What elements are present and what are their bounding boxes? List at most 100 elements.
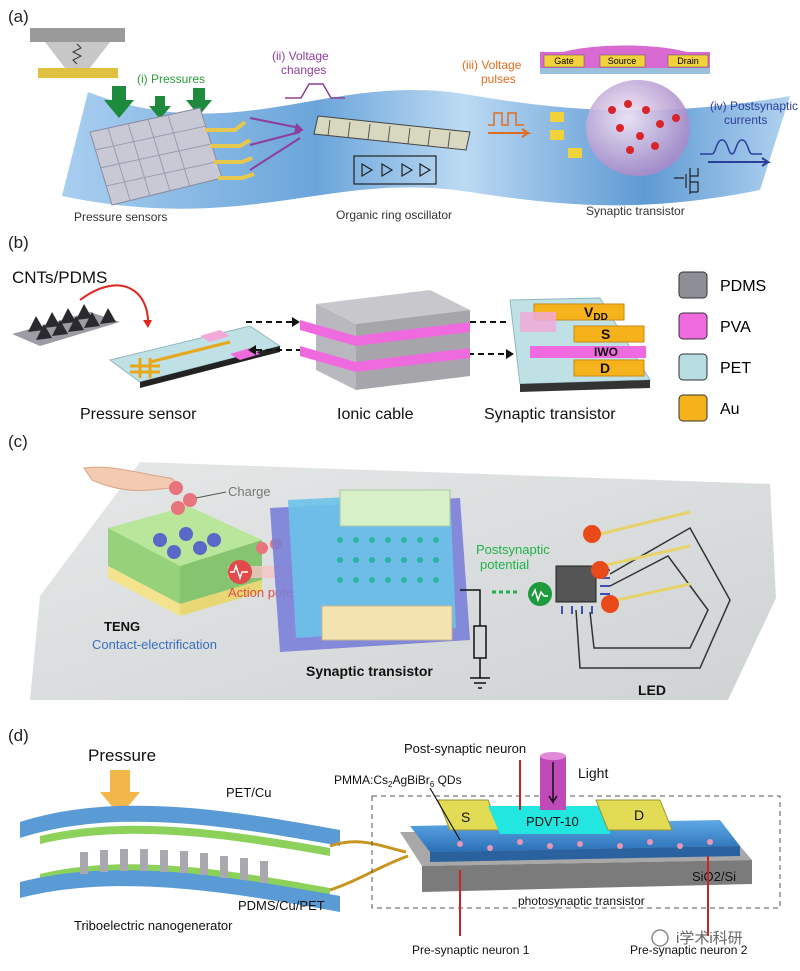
postsynaptic-currents-label: (iv) Postsynaptic <box>710 99 798 113</box>
synaptic-transistor-label-a: Synaptic transistor <box>586 204 685 218</box>
s-label-d: S <box>461 809 470 825</box>
pressure-sensor-board <box>108 325 282 388</box>
panel-a: (a) (i) Pressures <box>8 7 798 224</box>
synaptic-transistor-label-b: Synaptic transistor <box>484 406 616 423</box>
voltage-pulses-label-line2: pulses <box>481 72 516 86</box>
postsynaptic-wave <box>531 587 548 603</box>
pet-cu-label: PET/Cu <box>226 785 272 800</box>
s-label-b: S <box>601 326 610 342</box>
watermark-text: i学术i科研 <box>676 930 743 947</box>
pmma-label: PMMA:Cs2AgBiBr6 QDs <box>334 773 462 789</box>
light-label: Light <box>578 765 608 781</box>
voltage-pulses-icon <box>488 112 524 126</box>
action-potential-icon <box>228 560 252 584</box>
postsynaptic-potential-label: Postsynaptic <box>476 542 550 557</box>
transistor-pads <box>550 112 582 158</box>
cnt-pdms-pyramids <box>12 304 120 346</box>
panel-c: (c) Charge Action potential TEN <box>8 432 776 700</box>
ionic-cable-stack <box>300 290 470 390</box>
legend-label-pet: PET <box>720 360 751 377</box>
ion-gel-transistor-inset: Ion gel Gate Source Drain <box>540 32 710 74</box>
inverter-circuit <box>353 155 437 185</box>
charge-label: Charge <box>228 484 271 499</box>
teng-label-d: Triboelectric nanogenerator <box>74 918 233 933</box>
pdvt-label: PDVT-10 <box>526 814 579 829</box>
led-traces <box>575 526 731 669</box>
voltage-changes-label: (ii) Voltage <box>272 49 329 63</box>
red-curved-arrow <box>79 284 150 327</box>
legend-swatch-pet <box>678 353 708 381</box>
ring-oscillator-chip <box>313 115 471 151</box>
vdd-label: VDD <box>584 304 608 323</box>
drain-label: Drain <box>677 56 699 66</box>
red-arrow-head <box>143 320 152 328</box>
pressure-label-d: Pressure <box>88 746 156 765</box>
action-potential-wave <box>230 563 248 581</box>
ring-oscillator-label: Organic ring oscillator <box>336 208 452 222</box>
led-lights <box>583 525 619 613</box>
pre-synaptic-1-label: Pre-synaptic neuron 1 <box>412 943 530 957</box>
led-label: LED <box>638 682 666 698</box>
ionic-cable-label: Ionic cable <box>337 406 414 423</box>
signal-arrows <box>249 117 304 171</box>
post-synaptic-label: Post-synaptic neuron <box>404 741 526 756</box>
synaptic-sphere <box>586 80 690 176</box>
legend-label-pdms: PDMS <box>720 278 766 295</box>
photosynaptic-label: photosynaptic transistor <box>518 894 645 908</box>
photosynaptic-box <box>371 795 781 909</box>
light-beam <box>540 752 566 810</box>
watermark: i学术i科研 <box>651 929 743 947</box>
dashed-arrows-b <box>246 321 506 355</box>
material-legend: PDMS PVA PET Au <box>678 271 766 422</box>
connector-leads-a <box>205 120 255 180</box>
synaptic-transistor-slab <box>270 489 470 652</box>
synaptic-transistor-label-c: Synaptic transistor <box>306 663 433 679</box>
positive-charges-hand <box>169 481 197 515</box>
postsynaptic-arrow <box>708 157 772 167</box>
sio2-label: SiO2/Si <box>692 869 736 884</box>
pressure-probe <box>30 28 125 78</box>
postsynaptic-current-icon <box>700 139 762 155</box>
voltage-step-icon <box>285 83 345 99</box>
pressure-sensor-label: Pressure sensor <box>80 406 197 423</box>
teng-wires <box>329 840 409 892</box>
gate-label: Gate <box>554 56 574 66</box>
teng-label: TENG <box>104 619 140 634</box>
panel-d-label: (d) <box>8 726 29 745</box>
pulse-arrow <box>488 128 532 138</box>
d-label-b: D <box>600 360 610 376</box>
panel-d: (d) Pressure PET/Cu PDMS/Cu/PET Triboele… <box>8 726 781 957</box>
charge-pointer <box>195 491 227 499</box>
iwo-label: IWO <box>594 345 618 359</box>
resistor-circuit <box>460 589 490 689</box>
legend-label-pva: PVA <box>720 319 751 336</box>
source-label: Source <box>608 56 637 66</box>
led-strips <box>599 510 691 604</box>
teng-layer-stack <box>20 805 340 912</box>
panel-b: (b) CNTs/PDMS Pressure sensor <box>8 233 766 423</box>
postsynaptic-currents-label-line2: currents <box>724 113 767 127</box>
photosynaptic-transistor <box>400 799 752 892</box>
pressure-sensor-array <box>89 107 223 206</box>
pressure-sensors-label: Pressure sensors <box>74 210 167 224</box>
legend-swatch-pdms <box>678 271 708 299</box>
panel-b-label: (b) <box>8 233 29 252</box>
legend-swatch-pva <box>678 312 708 340</box>
negative-charges <box>153 527 221 559</box>
cnts-pdms-label: CNTs/PDMS <box>12 268 107 287</box>
driver-chip <box>555 565 610 614</box>
d-label-d: D <box>634 807 644 823</box>
voltage-pulses-label: (iii) Voltage <box>462 58 522 72</box>
panel-a-label: (a) <box>8 7 29 26</box>
panel-c-label: (c) <box>8 432 28 451</box>
postsynaptic-potential-label-line2: potential <box>480 557 529 572</box>
transistor-symbol <box>674 168 699 194</box>
pressure-arrows <box>104 86 212 119</box>
synaptic-transistor-board <box>509 297 651 392</box>
voltage-changes-label-line2: changes <box>281 63 326 77</box>
pressures-label: (i) Pressures <box>137 72 205 86</box>
legend-swatch-au <box>678 394 708 422</box>
pmma-pointer <box>429 787 461 841</box>
pdms-cu-pet-label: PDMS/Cu/PET <box>238 898 325 913</box>
